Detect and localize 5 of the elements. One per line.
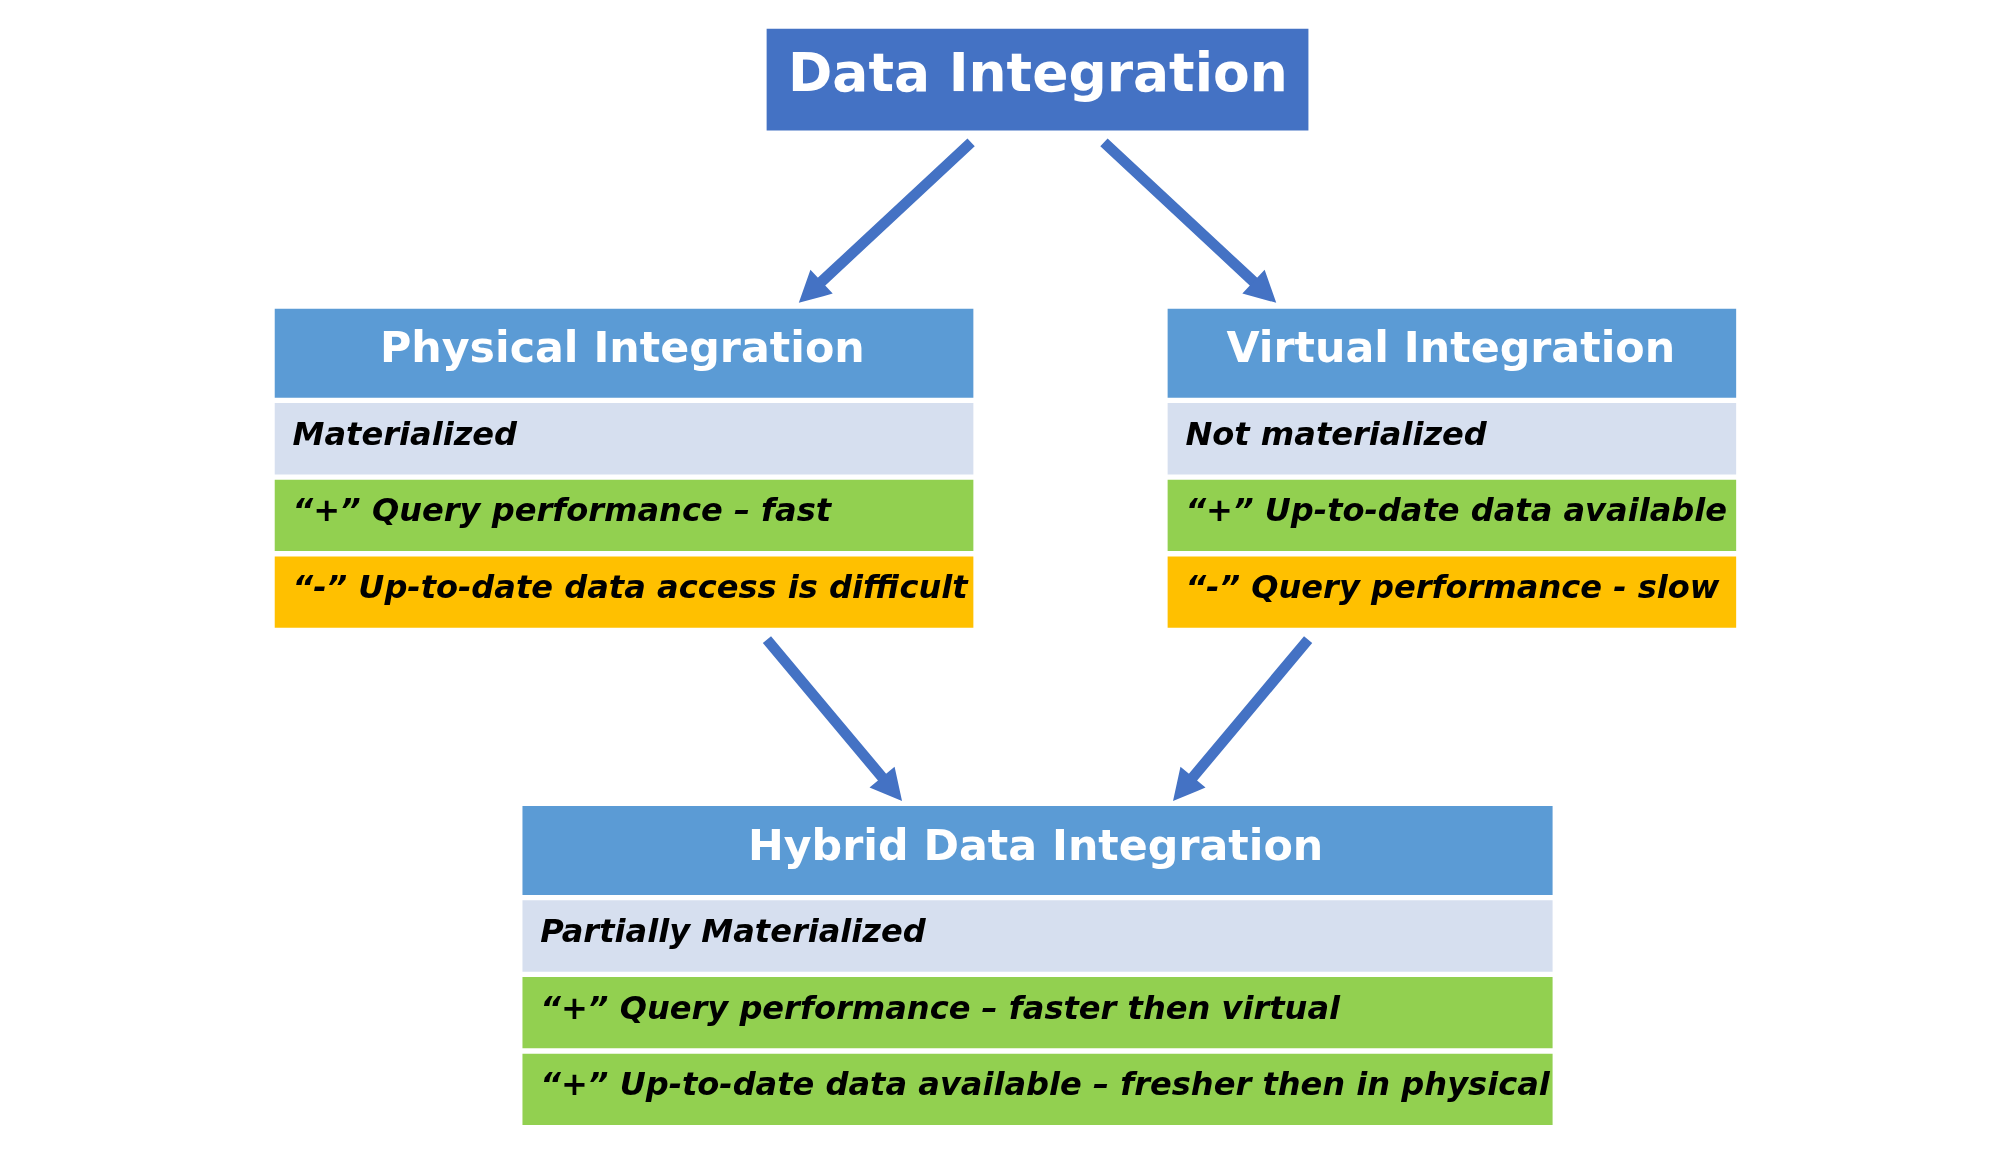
arrow <box>1100 138 1277 303</box>
node-box: Data Integration <box>766 28 1309 131</box>
arrow <box>798 138 975 303</box>
arrow <box>762 636 903 801</box>
arrow <box>1173 636 1313 801</box>
